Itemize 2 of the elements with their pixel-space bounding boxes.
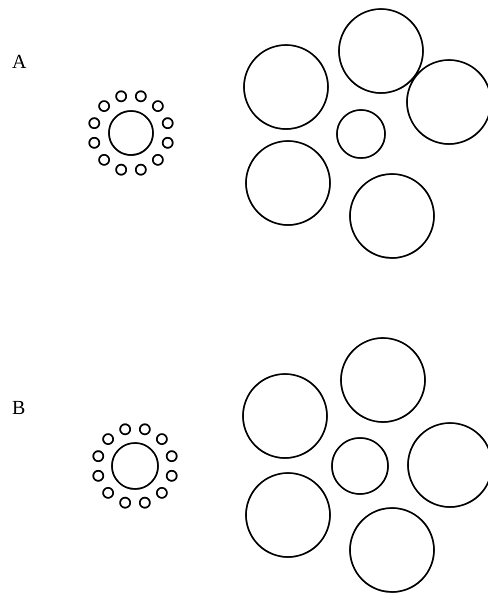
panel-label: B (12, 398, 26, 418)
panel-label: A (12, 52, 26, 72)
